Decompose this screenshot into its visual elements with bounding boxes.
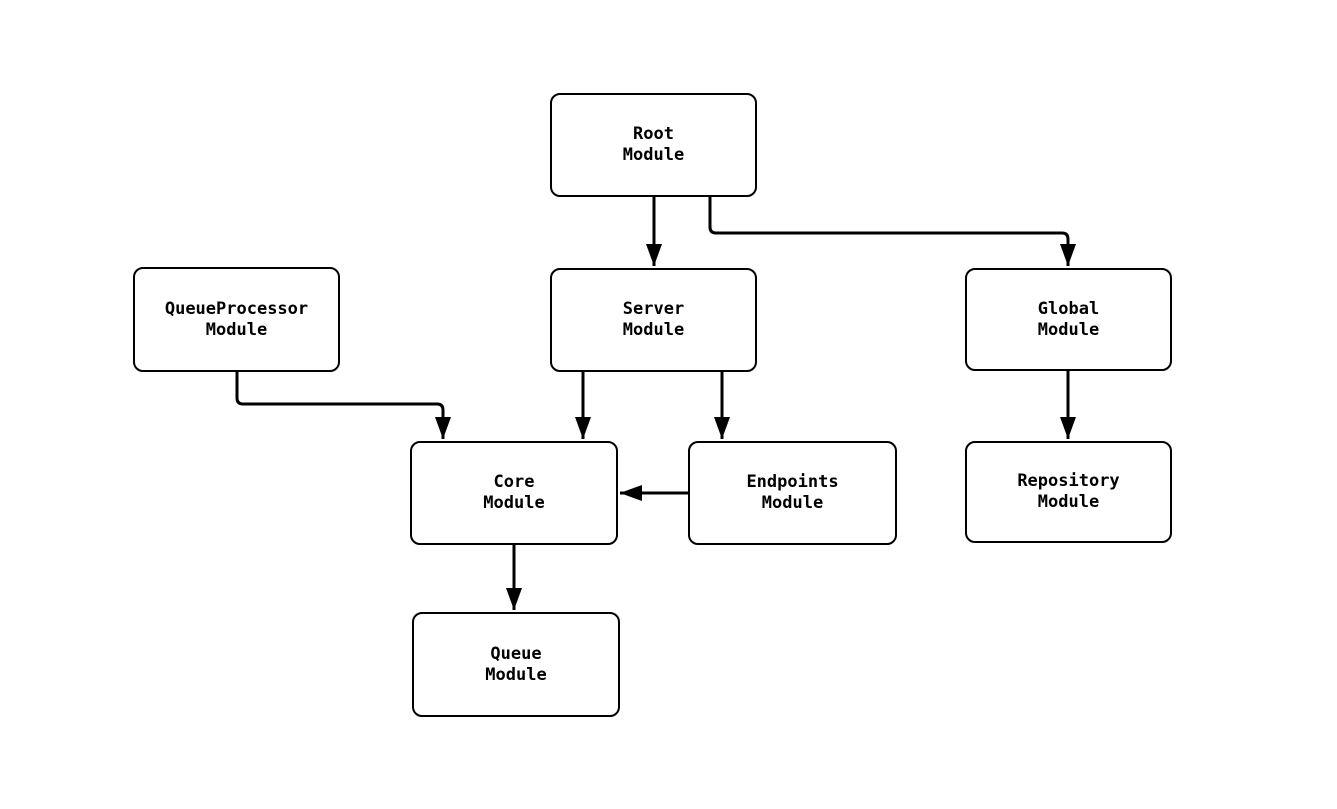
node-endpoints-module-label: Endpoints Module — [746, 472, 839, 513]
edge-queueprocessor-to-core — [235, 372, 451, 439]
node-server-module-label: Server Module — [622, 299, 685, 340]
node-queue-module-label: Queue Module — [485, 643, 547, 685]
node-queueprocessor-module-label: QueueProcessor Module — [164, 298, 309, 340]
node-root-module-label: Root Module — [622, 124, 685, 165]
node-core-module-label: Core Module — [483, 472, 545, 513]
node-queueprocessor-module: QueueProcessor Module — [133, 267, 340, 372]
node-global-module: Global Module — [965, 268, 1172, 371]
node-global-module-label: Global Module — [1037, 298, 1100, 340]
node-server-module: Server Module — [550, 268, 757, 372]
node-endpoints-module: Endpoints Module — [688, 441, 897, 545]
node-repository-module: Repository Module — [965, 441, 1172, 543]
edge-root-to-global — [708, 197, 1076, 266]
node-repository-module-label: Repository Module — [1017, 471, 1120, 512]
node-queue-module: Queue Module — [412, 612, 620, 717]
node-core-module: Core Module — [410, 441, 618, 545]
node-root-module: Root Module — [550, 93, 757, 197]
